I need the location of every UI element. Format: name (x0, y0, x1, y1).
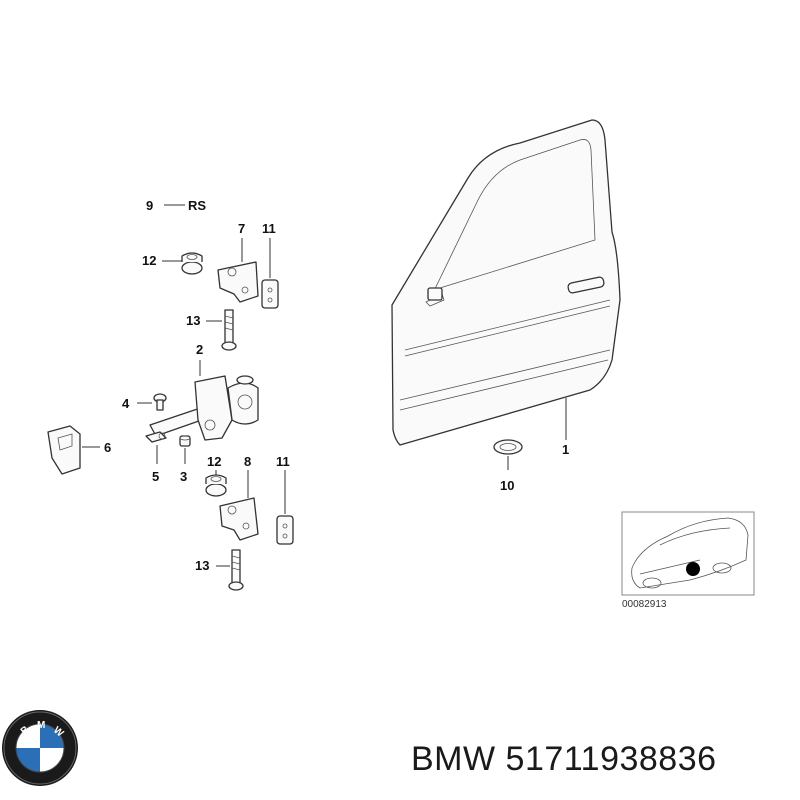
nut-lower (205, 474, 227, 497)
hinge-lower (219, 497, 259, 541)
callout-4: 4 (122, 396, 130, 411)
callout-1: 1 (562, 442, 569, 457)
bolt-upper (221, 309, 237, 351)
plate-lower (276, 515, 294, 545)
hinge-upper (217, 261, 259, 303)
svg-text:M: M (37, 720, 45, 731)
screw (153, 393, 167, 411)
callout-9: 9 (146, 198, 153, 213)
callout-12-top: 12 (142, 253, 156, 268)
bolt-lower (228, 549, 244, 591)
brand-name: BMW (411, 740, 496, 778)
car-location-thumbnail (621, 511, 755, 596)
callout-3: 3 (180, 469, 187, 484)
callout-7: 7 (238, 221, 245, 236)
callout-10: 10 (500, 478, 514, 493)
clip (145, 431, 167, 443)
reference-code: 00082913 (622, 599, 667, 610)
callout-5: 5 (152, 469, 159, 484)
callout-9-suffix: RS (188, 198, 206, 213)
callout-2: 2 (196, 342, 203, 357)
callout-12-bottom: 12 (207, 454, 221, 469)
part-number: 51711938836 (505, 740, 717, 778)
callout-11-bottom: 11 (276, 454, 290, 469)
callout-8: 8 (244, 454, 251, 469)
bmw-roundel-icon: B M W (2, 710, 78, 786)
part-number-label: BMW 51711938836 (411, 740, 717, 779)
front-door-panel (391, 119, 621, 446)
plate-upper (261, 279, 279, 309)
door-check-strap (149, 375, 259, 441)
door-grommet (493, 439, 523, 455)
bolt-small (179, 435, 191, 447)
location-marker-icon (686, 562, 700, 576)
door-stop-buffer (47, 425, 81, 475)
callout-6: 6 (104, 440, 111, 455)
callout-13-top: 13 (186, 313, 200, 328)
callout-13-bottom: 13 (195, 558, 209, 573)
callout-11-top: 11 (262, 221, 276, 236)
nut-upper (181, 252, 203, 275)
